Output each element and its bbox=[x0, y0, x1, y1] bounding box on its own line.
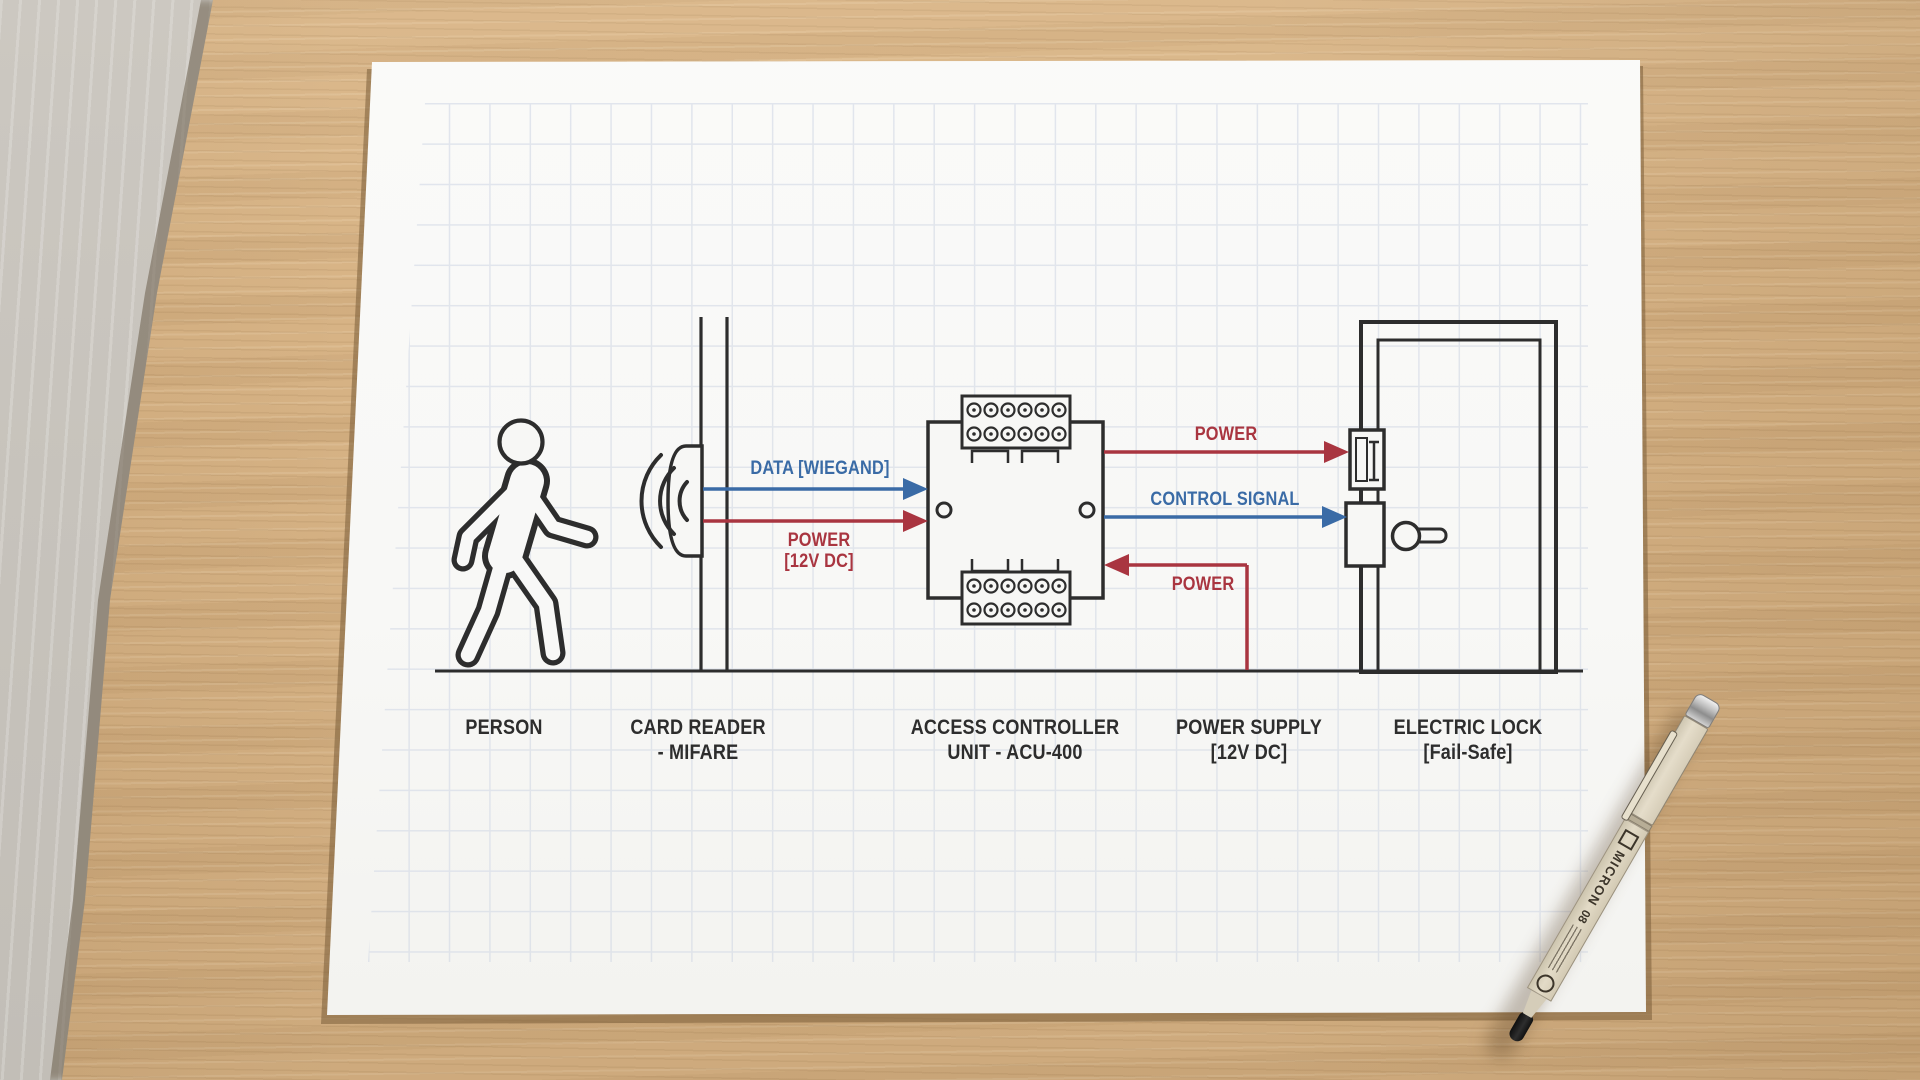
mounting-hole bbox=[935, 501, 953, 519]
arrow-power-lock bbox=[1104, 441, 1349, 463]
card-reader-device bbox=[639, 317, 729, 672]
arrow-control bbox=[1104, 506, 1347, 528]
label-arrow-power-supply: POWER bbox=[1171, 574, 1235, 595]
label-electric-lock: ELECTRIC LOCK [Fail-Safe] bbox=[1393, 716, 1543, 764]
label-arrow-power-reader: POWER [12V DC] bbox=[784, 530, 854, 572]
door-leaf bbox=[1376, 338, 1542, 674]
pen-logo-square-icon bbox=[1617, 828, 1640, 851]
label-acu: ACCESS CONTROLLER UNIT - ACU-400 bbox=[910, 716, 1120, 764]
arrow-data bbox=[703, 478, 928, 500]
terminal-block-top bbox=[960, 394, 1072, 450]
label-arrow-control: CONTROL SIGNAL bbox=[1150, 489, 1300, 510]
door-handle bbox=[1390, 520, 1448, 552]
arrow-power-reader bbox=[703, 510, 928, 532]
label-arrow-power-lock: POWER bbox=[1194, 424, 1258, 445]
label-person: PERSON bbox=[465, 716, 543, 739]
label-card-reader: CARD READER - MIFARE bbox=[630, 716, 766, 764]
terminal-block-bottom bbox=[960, 570, 1072, 626]
rfid-waves-icon bbox=[639, 453, 689, 549]
person-figure bbox=[451, 418, 599, 668]
wall-lines bbox=[699, 317, 729, 672]
connector-brackets bbox=[970, 449, 1060, 573]
label-arrow-data: DATA [WIEGAND] bbox=[750, 458, 890, 479]
mounting-hole bbox=[1078, 501, 1096, 519]
door-frame bbox=[1344, 320, 1558, 674]
label-power-supply: POWER SUPPLY [12V DC] bbox=[1176, 716, 1322, 764]
arrow-power-supply bbox=[1104, 554, 1249, 670]
acu-box bbox=[926, 394, 1105, 626]
person-head bbox=[497, 418, 545, 466]
lock-body bbox=[1344, 501, 1386, 568]
pen-logo-circle-icon bbox=[1533, 971, 1558, 996]
pen-size-text: 08 bbox=[1574, 907, 1594, 926]
terminal-screws bbox=[966, 402, 1067, 618]
strike-plate bbox=[1348, 428, 1386, 491]
